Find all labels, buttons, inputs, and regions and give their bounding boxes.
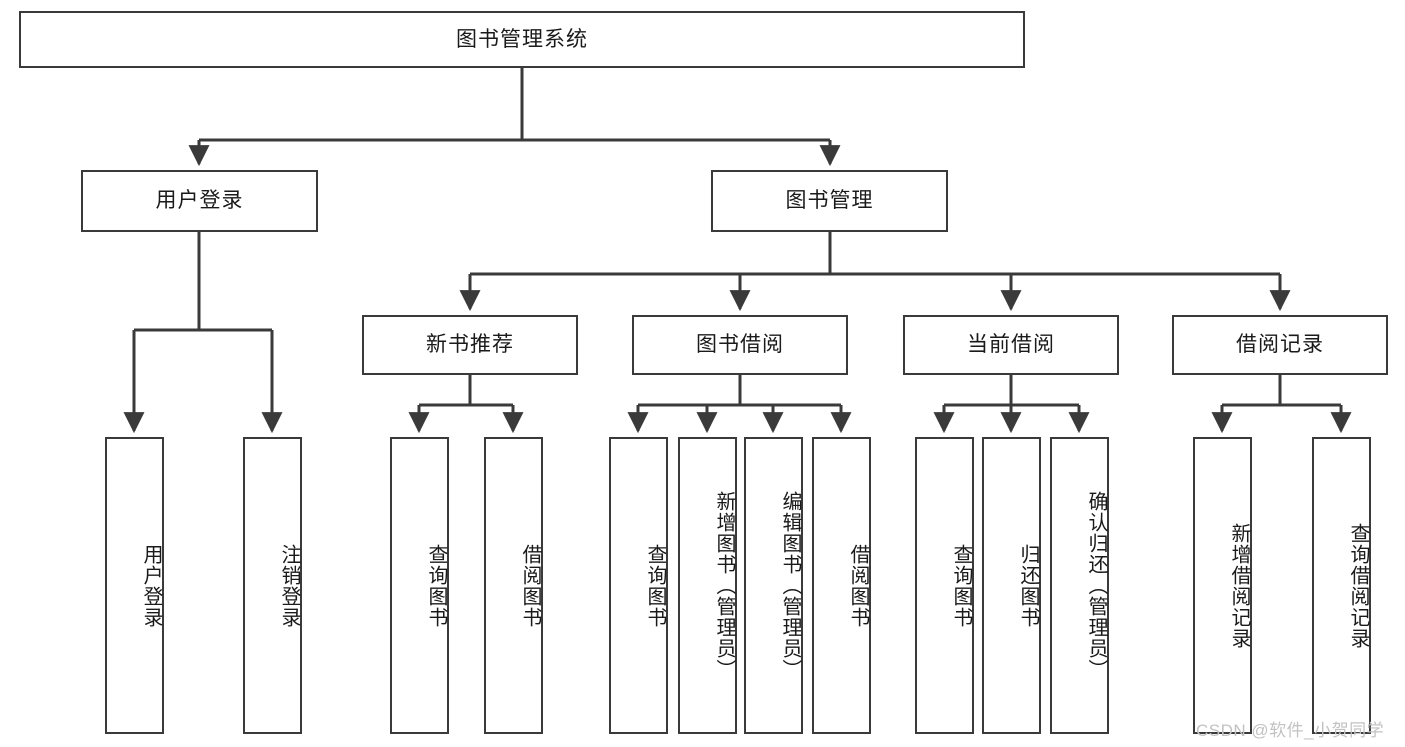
node-label: 确认归还（管理员）: [1085, 491, 1107, 680]
node-label: 借阅图书: [519, 543, 541, 628]
node-leaf-add-borrow-record[interactable]: 新增借阅记录: [1193, 437, 1252, 734]
node-label: 查询图书: [425, 543, 447, 628]
node-leaf-logout[interactable]: 注销登录: [243, 437, 302, 734]
node-label: 借阅记录: [1236, 333, 1324, 357]
node-label: 图书管理: [785, 189, 874, 213]
node-level2-current-borrow[interactable]: 当前借阅: [903, 315, 1119, 375]
node-label: 注销登录: [278, 543, 300, 628]
node-level1-user-login[interactable]: 用户登录: [81, 170, 318, 232]
node-leaf-user-login[interactable]: 用户登录: [105, 437, 164, 734]
node-label: 查询图书: [950, 543, 972, 628]
node-leaf-edit-book-admin[interactable]: 编辑图书（管理员）: [744, 437, 803, 734]
node-leaf-borrow-book[interactable]: 借阅图书: [812, 437, 871, 734]
node-label: 图书借阅: [696, 333, 784, 357]
node-leaf-query-book-current[interactable]: 查询图书: [915, 437, 974, 734]
node-label: 借阅图书: [847, 543, 869, 628]
node-label: 新增借阅记录: [1228, 522, 1250, 649]
node-level2-book-borrow[interactable]: 图书借阅: [632, 315, 848, 375]
node-root[interactable]: 图书管理系统: [19, 11, 1025, 68]
node-leaf-return-book[interactable]: 归还图书: [982, 437, 1041, 734]
node-label: 查询借阅记录: [1347, 522, 1369, 649]
csdn-watermark: CSDN @软件_小贺同学: [1196, 721, 1385, 740]
node-leaf-add-book-admin[interactable]: 新增图书（管理员）: [678, 437, 737, 734]
node-leaf-query-book-borrow[interactable]: 查询图书: [609, 437, 668, 734]
node-label: 用户登录: [155, 189, 244, 213]
node-root-label: 图书管理系统: [456, 27, 588, 51]
node-label: 新增图书（管理员）: [713, 491, 735, 680]
node-label: 新书推荐: [426, 333, 514, 357]
node-level2-borrow-record[interactable]: 借阅记录: [1172, 315, 1388, 375]
node-leaf-query-borrow-record[interactable]: 查询借阅记录: [1312, 437, 1371, 734]
node-label: 查询图书: [644, 543, 666, 628]
node-leaf-confirm-return-admin[interactable]: 确认归还（管理员）: [1050, 437, 1109, 734]
node-label: 归还图书: [1017, 543, 1039, 628]
node-level1-book-management[interactable]: 图书管理: [711, 170, 948, 232]
node-label: 用户登录: [140, 543, 162, 628]
node-label: 编辑图书（管理员）: [779, 491, 801, 680]
node-label: 当前借阅: [967, 333, 1055, 357]
node-leaf-query-book-recommend[interactable]: 查询图书: [390, 437, 449, 734]
node-leaf-borrow-book-recommend[interactable]: 借阅图书: [484, 437, 543, 734]
node-level2-new-book-recommend[interactable]: 新书推荐: [362, 315, 578, 375]
